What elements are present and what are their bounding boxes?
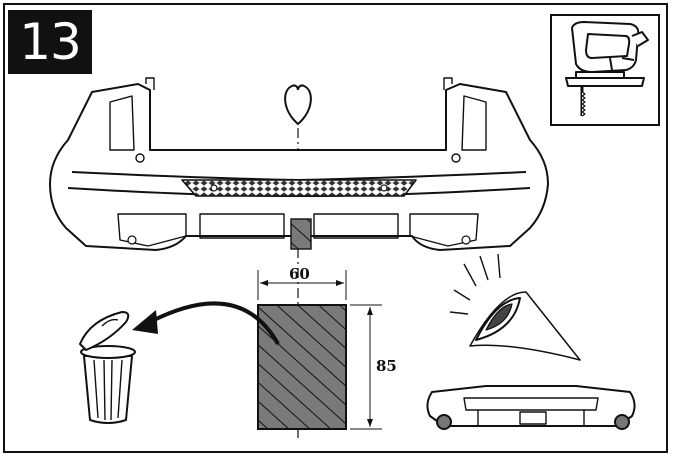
heart-icon <box>284 84 312 126</box>
rear-bumper <box>49 77 549 251</box>
cutout-mark-on-bumper <box>290 218 312 250</box>
cutout-dimension-drawing: 60 85 <box>257 265 397 430</box>
small-bumper-icon <box>426 385 636 430</box>
tool-box <box>550 14 660 126</box>
jigsaw-icon <box>565 21 649 117</box>
step-number: 13 <box>19 13 82 71</box>
cutout-area <box>257 304 347 430</box>
eye-icon <box>449 253 581 361</box>
trash-can-icon <box>79 311 136 424</box>
step-number-badge: 13 <box>8 10 92 74</box>
discard-arrow <box>149 301 280 345</box>
height-dimension-label: 85 <box>376 357 397 375</box>
width-dimension-label: 60 <box>289 265 310 283</box>
